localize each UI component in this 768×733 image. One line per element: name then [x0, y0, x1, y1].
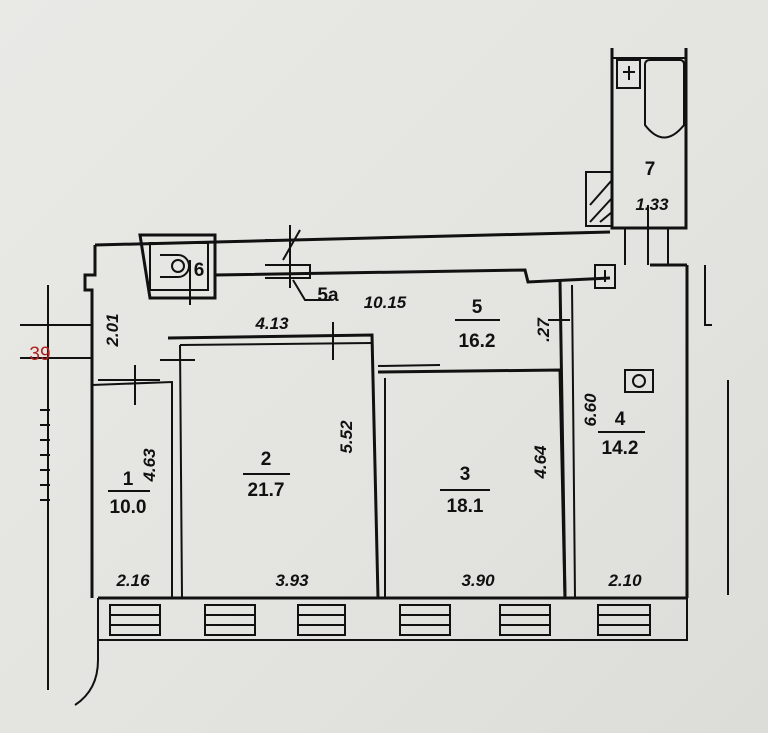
room-3-depth: 4.64 [531, 445, 550, 480]
room-7-number: 7 [645, 159, 656, 180]
hall-width: 2.01 [103, 313, 122, 347]
room-5-area: 16.2 [459, 331, 496, 352]
room-1-number: 1 [123, 469, 134, 490]
room-4-area: 14.2 [602, 438, 639, 459]
room-6-number: 6 [194, 260, 205, 281]
room-2-width: 3.93 [275, 571, 309, 590]
room-4-number: 4 [615, 409, 626, 430]
room-4-width: 2.10 [607, 571, 642, 590]
room-1-area: 10.0 [110, 497, 147, 518]
room-3-area: 18.1 [447, 496, 484, 517]
room-1-width: 2.16 [115, 571, 150, 590]
room-3-number: 3 [460, 464, 471, 485]
walls [20, 48, 729, 706]
room-2-depth: 5.52 [337, 420, 356, 454]
marker-label: 39 [29, 344, 50, 365]
corridor-length: 10.15 [364, 293, 407, 312]
room-4-depth: 6.60 [581, 393, 600, 427]
room-2-number: 2 [261, 449, 272, 470]
room-7-area: 1.33 [635, 195, 669, 214]
room-5a-number: 5a [317, 285, 339, 306]
corridor-depth: .27 [534, 317, 553, 342]
room-5-number: 5 [472, 297, 483, 318]
room-3-width: 3.90 [461, 571, 495, 590]
room-2-area: 21.7 [248, 480, 285, 501]
room-2-top-dimension: 4.13 [254, 314, 289, 333]
room-1-depth: 4.63 [140, 448, 159, 483]
